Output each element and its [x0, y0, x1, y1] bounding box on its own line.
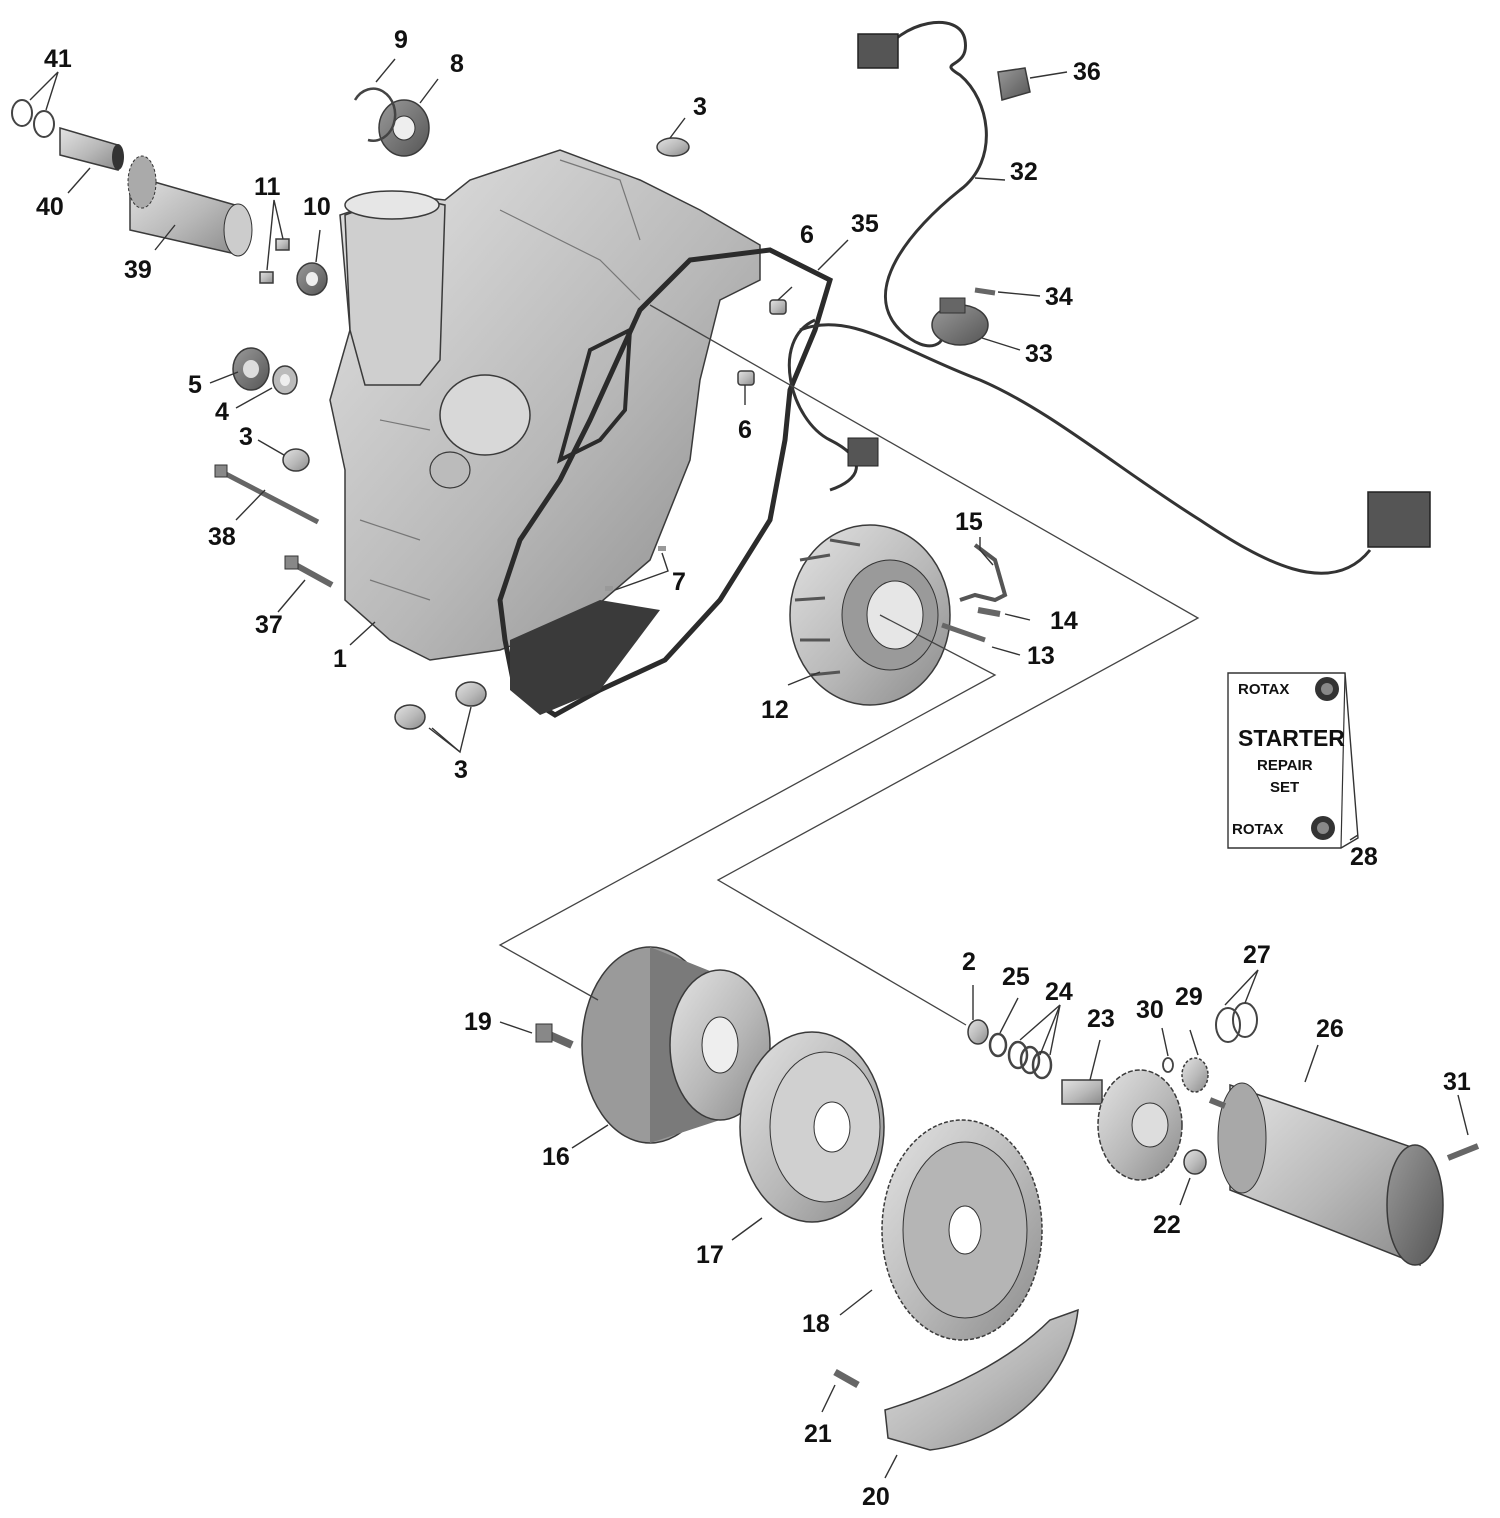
o-ring-2 [33, 110, 55, 138]
callouts: 1 2 3 3 3 4 5 6 6 7 8 9 10 11 12 13 14 1… [36, 26, 1471, 1511]
callout-1: 1 [333, 645, 347, 673]
callout-18: 18 [802, 1310, 830, 1338]
callout-19: 19 [464, 1008, 492, 1036]
callout-4: 4 [215, 398, 229, 426]
callout-20: 20 [862, 1483, 890, 1511]
wiring-harness [787, 20, 1431, 575]
kit-brand-bottom: ROTAX [1232, 821, 1283, 838]
retaining-clip [1162, 1057, 1174, 1073]
washer [988, 1032, 1008, 1058]
callout-2: 2 [962, 948, 976, 976]
callout-3b: 3 [239, 423, 253, 451]
callout-6b: 6 [738, 416, 752, 444]
callout-3a: 3 [693, 93, 707, 121]
kit-line2: SET [1270, 779, 1299, 796]
starter-drive-gear [1061, 1069, 1183, 1181]
assembly-line-rotor [498, 614, 997, 1001]
circlip [353, 87, 397, 142]
callout-9: 9 [394, 26, 408, 54]
callout-28: 28 [1350, 843, 1378, 871]
bushing [967, 1019, 989, 1045]
sensor-screw [974, 287, 996, 296]
callout-26: 26 [1316, 1015, 1344, 1043]
drive-bushing [1183, 1149, 1207, 1175]
callout-36: 36 [1073, 58, 1101, 86]
callout-37: 37 [255, 611, 283, 639]
starter-drive-shaft [127, 155, 253, 257]
pin-2 [259, 271, 274, 284]
crankcase-cover [329, 149, 761, 661]
leader-lines [29, 58, 1469, 1479]
kit-title: STARTER [1238, 725, 1345, 751]
callout-5: 5 [188, 371, 202, 399]
callout-27: 27 [1243, 941, 1271, 969]
flywheel-ring [739, 1031, 885, 1223]
long-bolt [214, 464, 320, 525]
callout-10: 10 [303, 193, 331, 221]
callout-38: 38 [208, 523, 236, 551]
rotor-bolt [535, 1023, 574, 1049]
callout-15: 15 [955, 508, 983, 536]
starter-bolt [1446, 1143, 1480, 1161]
plug-left [282, 448, 310, 472]
rotor [581, 946, 771, 1144]
plug-bottom-1 [394, 704, 426, 730]
callout-29: 29 [1175, 983, 1203, 1011]
pinion [1181, 1057, 1209, 1093]
cable-bracket [959, 543, 1008, 603]
pin-1 [275, 238, 290, 251]
cover-screw [833, 1368, 860, 1389]
stator-screw-1 [977, 607, 1001, 617]
callout-17: 17 [696, 1241, 724, 1269]
stator-screw-2 [941, 622, 986, 643]
callout-34: 34 [1045, 283, 1073, 311]
callout-32: 32 [1010, 158, 1038, 186]
starter-repair-kit: ROTAX STARTER REPAIR SET ROTAX [1227, 672, 1359, 849]
cover-gasket [497, 247, 833, 718]
callout-33: 33 [1025, 340, 1053, 368]
starter-motor [1208, 1082, 1444, 1267]
sleeve-1 [769, 299, 787, 315]
callout-39: 39 [124, 256, 152, 284]
ring-gear [881, 1119, 1043, 1341]
callout-12: 12 [761, 696, 789, 724]
o-ring-1 [11, 99, 33, 127]
callout-25: 25 [1002, 963, 1030, 991]
callout-13: 13 [1027, 642, 1055, 670]
callout-22: 22 [1153, 1211, 1181, 1239]
callout-35: 35 [851, 210, 879, 238]
callout-11: 11 [254, 173, 281, 201]
starter-o-ring-2 [1232, 1002, 1258, 1038]
callout-7: 7 [672, 568, 686, 596]
sleeve-2 [737, 370, 755, 386]
dowel-2 [605, 586, 613, 591]
springs [1007, 1040, 1053, 1080]
callout-41: 41 [44, 45, 72, 73]
callout-6a: 6 [800, 221, 814, 249]
kit-line1: REPAIR [1257, 757, 1313, 774]
kit-brand-top: ROTAX [1238, 681, 1289, 698]
callout-8: 8 [450, 50, 464, 78]
callout-23: 23 [1087, 1005, 1115, 1033]
callout-40: 40 [36, 193, 64, 221]
assembly-line-starter [649, 304, 1200, 1026]
stator [789, 524, 951, 706]
callout-3c: 3 [454, 756, 468, 784]
callout-31: 31 [1443, 1068, 1471, 1096]
plug-top [656, 137, 690, 157]
starter-gear-cover [884, 1308, 1079, 1451]
callout-16: 16 [542, 1143, 570, 1171]
grommet [997, 67, 1031, 101]
position-sensor [931, 297, 989, 346]
callout-24: 24 [1045, 978, 1073, 1006]
callout-21: 21 [804, 1420, 832, 1448]
shaft-end [59, 126, 124, 171]
callout-30: 30 [1136, 996, 1164, 1024]
plug-bottom-2 [455, 681, 487, 707]
short-bolt [284, 555, 334, 588]
callout-14: 14 [1050, 607, 1078, 635]
starter-o-ring-1 [1215, 1007, 1241, 1043]
dowel-1 [658, 546, 666, 551]
